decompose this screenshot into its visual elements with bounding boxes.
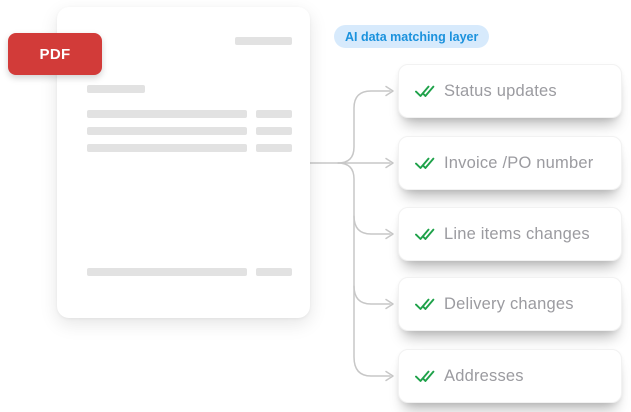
ai-layer-badge-label: AI data matching layer (345, 29, 479, 44)
connector-card-1 (337, 90, 391, 164)
card-label: Invoice /PO number (444, 153, 594, 172)
placeholder-bar (256, 127, 292, 135)
card-label: Addresses (444, 366, 524, 385)
card-addresses: Addresses (398, 349, 622, 403)
pdf-badge-label: PDF (39, 45, 71, 63)
connector-trunk-vertical (337, 162, 391, 377)
arrowhead-card-1 (385, 85, 394, 97)
placeholder-bar (256, 110, 292, 118)
connector-card-4 (353, 285, 391, 305)
arrowhead-card-5 (385, 370, 394, 382)
double-check-icon (415, 85, 435, 97)
connector-card-3 (353, 215, 391, 235)
double-check-icon (415, 370, 435, 382)
placeholder-bar (87, 268, 247, 276)
placeholder-bar (87, 110, 247, 118)
placeholder-bar (87, 144, 247, 152)
card-invoice-po-number: Invoice /PO number (398, 136, 622, 190)
placeholder-bar (235, 37, 292, 45)
double-check-icon (415, 228, 435, 240)
card-delivery-changes: Delivery changes (398, 277, 622, 331)
arrowhead-card-2 (385, 157, 394, 169)
placeholder-bar (256, 144, 292, 152)
card-line-items-changes: Line items changes (398, 207, 622, 261)
placeholder-bar (87, 127, 247, 135)
card-label: Status updates (444, 81, 557, 100)
card-status-updates: Status updates (398, 64, 622, 118)
card-label: Line items changes (444, 224, 590, 243)
pdf-badge: PDF (8, 33, 102, 75)
double-check-icon (415, 157, 435, 169)
double-check-icon (415, 298, 435, 310)
arrowhead-card-3 (385, 228, 394, 240)
ai-layer-badge: AI data matching layer (334, 25, 490, 48)
placeholder-bar (87, 85, 145, 93)
card-label: Delivery changes (444, 294, 574, 313)
arrowhead-card-4 (385, 298, 394, 310)
placeholder-bar (256, 268, 292, 276)
